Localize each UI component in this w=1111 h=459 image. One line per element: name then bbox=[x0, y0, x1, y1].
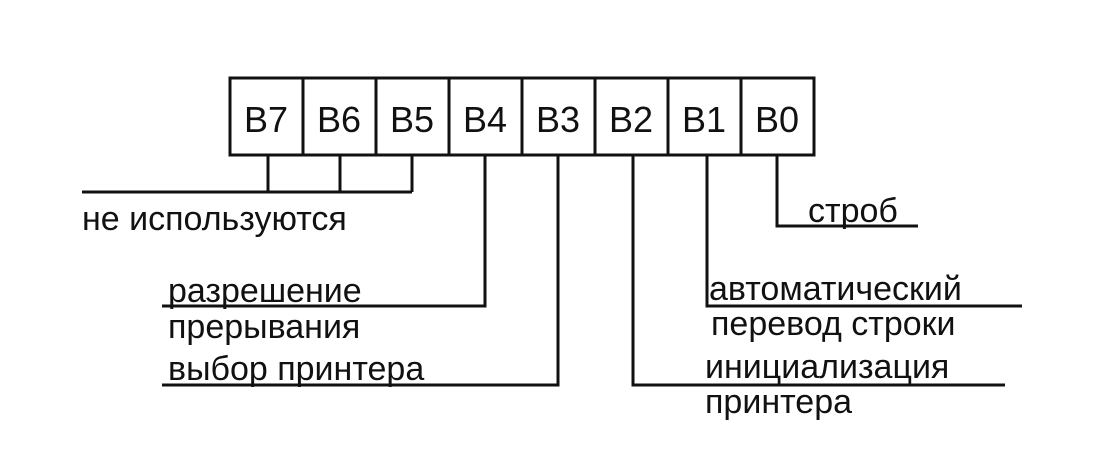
label-strobe: строб bbox=[808, 192, 898, 230]
label-interrupt-line1: разрешение bbox=[168, 272, 362, 310]
label-autofeed-line2: перевод строки bbox=[711, 305, 956, 343]
label-init-line1: инициализация bbox=[705, 348, 949, 386]
bit-label-b0: B0 bbox=[755, 99, 799, 140]
bit-label-b4: B4 bbox=[463, 99, 507, 140]
label-unused: не используются bbox=[82, 200, 347, 238]
bit-label-b7: B7 bbox=[244, 99, 288, 140]
connector-interrupt bbox=[162, 155, 487, 308]
connector-init bbox=[631, 155, 1005, 387]
connector-unused bbox=[82, 155, 414, 194]
bit-cell-b1: B1 bbox=[666, 76, 743, 157]
bit-cell-b3: B3 bbox=[520, 76, 597, 157]
bit-cell-b6: B6 bbox=[301, 76, 378, 157]
bit-cell-b5: B5 bbox=[374, 76, 451, 157]
bit-descriptions: не используются разрешение прерывания вы… bbox=[82, 192, 962, 421]
bit-cell-b0: B0 bbox=[739, 76, 816, 157]
bit-cell-b2: B2 bbox=[593, 76, 670, 157]
label-init-line2: принтера bbox=[705, 383, 852, 421]
connector-lines bbox=[82, 155, 1022, 387]
register-cells: B7 B6 B5 B4 B3 B2 B1 B0 bbox=[228, 76, 816, 157]
label-interrupt-line2: прерывания bbox=[168, 308, 360, 346]
label-autofeed-line1: автоматический bbox=[709, 270, 962, 308]
bit-cell-b7: B7 bbox=[228, 76, 305, 157]
bit-cell-b4: B4 bbox=[447, 76, 524, 157]
connector-autofeed bbox=[705, 155, 1022, 308]
connector-strobe bbox=[775, 155, 918, 228]
bit-label-b3: B3 bbox=[536, 99, 580, 140]
bit-label-b1: B1 bbox=[682, 99, 726, 140]
bit-label-b6: B6 bbox=[317, 99, 361, 140]
connector-printer-select bbox=[162, 155, 560, 387]
label-printer-select: выбор принтера bbox=[168, 350, 424, 388]
bit-label-b2: B2 bbox=[609, 99, 653, 140]
bit-label-b5: B5 bbox=[390, 99, 434, 140]
